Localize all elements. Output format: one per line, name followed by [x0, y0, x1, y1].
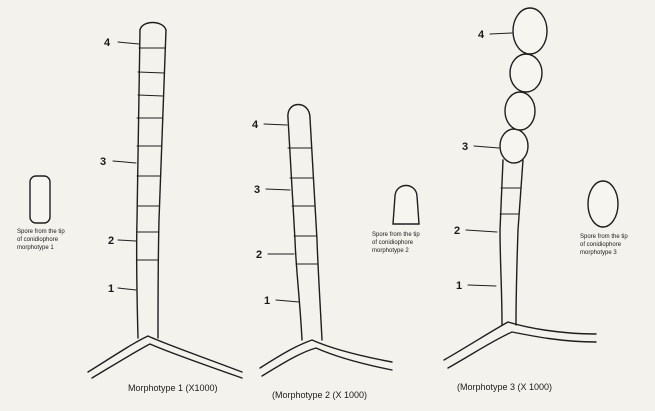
m2-caption: (Morphotype 2 (X 1000): [272, 390, 367, 400]
m1-label-4: 4: [104, 37, 111, 49]
morphotype-3: 4 3 2 1 Spore from the tip of conidiopho…: [444, 8, 628, 392]
m3-spore: [588, 181, 618, 227]
m1-label-3: 3: [100, 156, 106, 168]
m3-spore-caption-line1: Spore from the tip: [580, 234, 628, 240]
m3-label-2: 2: [454, 225, 460, 237]
m1-spore: [30, 176, 50, 223]
morphotype-2: 4 3 2 1 Spore from the tip of conidiopho…: [252, 105, 420, 401]
m3-chain-spore-1: [500, 129, 528, 163]
m2-spore-caption-line2: of conidiophore: [372, 240, 414, 246]
morphotype-1: 4 3 2 1 Spore from the tip of conidiopho…: [17, 23, 242, 394]
m3-label-3: 3: [462, 141, 468, 153]
m1-label-2: 2: [108, 235, 114, 247]
m2-label-1: 1: [264, 295, 270, 307]
m1-caption: Morphotype 1 (X1000): [128, 383, 218, 393]
m3-caption: (Morphotype 3 (X 1000): [457, 382, 552, 392]
m3-spore-caption-line2: of conidiophore: [580, 242, 622, 248]
m3-chain-spore-2: [505, 92, 535, 130]
m2-label-2: 2: [256, 249, 262, 261]
m1-spore-caption-line2: of conidiophore: [17, 237, 59, 243]
m2-spore: [393, 186, 419, 225]
m3-chain-spore-3: [510, 54, 542, 92]
m2-spore-caption-line1: Spore from the tip: [372, 232, 420, 238]
m1-label-1: 1: [108, 283, 114, 295]
m3-chain-spore-4: [513, 8, 547, 54]
m2-spore-caption-line3: morphotype 2: [372, 248, 409, 254]
m2-label-3: 3: [254, 184, 260, 196]
m2-label-4: 4: [252, 119, 259, 131]
m3-label-4: 4: [478, 29, 485, 41]
m1-spore-caption-line1: Spore from the tip: [17, 229, 65, 235]
m1-spore-caption-line3: morphotype 1: [17, 245, 54, 251]
m3-label-1: 1: [456, 280, 462, 292]
m3-spore-caption-line3: morphotype 3: [580, 250, 617, 256]
